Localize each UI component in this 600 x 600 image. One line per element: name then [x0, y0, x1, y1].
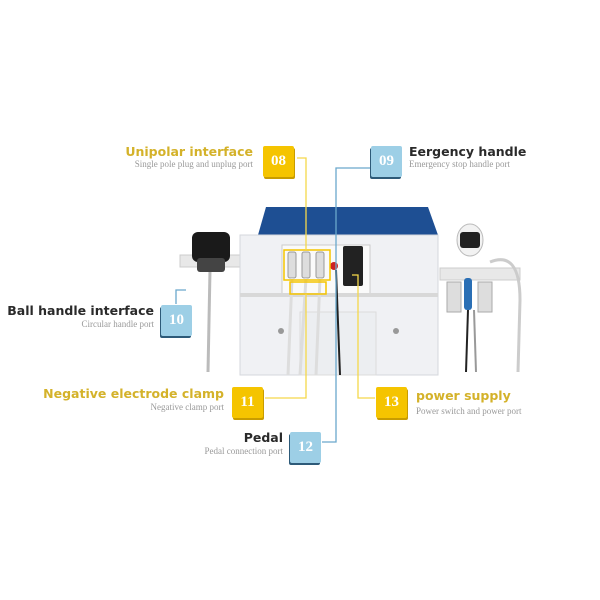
callout-subtitle-negative-clamp: Negative clamp port — [150, 402, 224, 412]
badge-11: 11 — [232, 387, 263, 418]
badge-13: 13 — [376, 387, 407, 418]
badge-08: 08 — [263, 146, 294, 177]
callout-subtitle-emergency: Emergency stop handle port — [409, 159, 511, 169]
callout-subtitle-power-supply: Power switch and power port — [416, 406, 522, 416]
badge-09: 09 — [371, 146, 402, 177]
callout-subtitle-pedal: Pedal connection port — [204, 446, 283, 456]
right-handles — [439, 223, 522, 373]
callout-subtitle-unipolar: Single pole plug and unplug port — [134, 159, 253, 169]
callout-title-pedal: Pedal — [243, 430, 283, 445]
callout-title-power-supply: power supply — [416, 388, 511, 403]
machine-body — [239, 207, 439, 376]
callout-subtitle-ball-handle: Circular handle port — [81, 319, 154, 329]
leader-lines — [175, 157, 375, 443]
ball-handle-holder — [179, 232, 241, 373]
badge-12: 12 — [290, 432, 321, 463]
callout-title-emergency: Eergency handle — [409, 144, 527, 159]
badge-10: 10 — [161, 305, 192, 336]
callout-title-unipolar: Unipolar interface — [125, 144, 253, 159]
callout-title-ball-handle: Ball handle interface — [7, 303, 154, 318]
callout-title-negative-clamp: Negative electrode clamp — [43, 386, 224, 401]
